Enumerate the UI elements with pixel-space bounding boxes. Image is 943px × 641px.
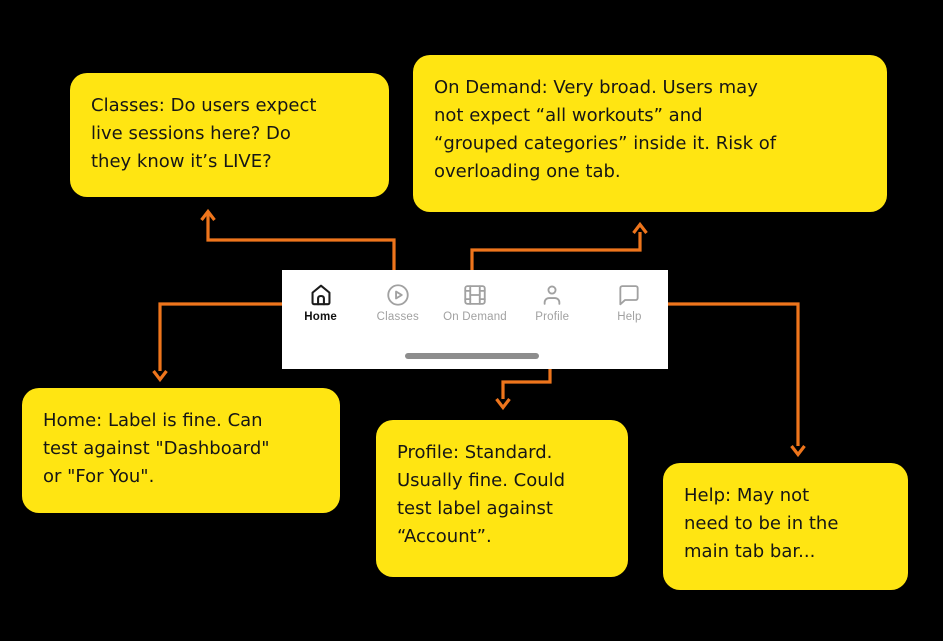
tab-help[interactable]: Help	[591, 282, 668, 324]
tab-help-label: Help	[617, 311, 642, 323]
home-indicator-handle[interactable]	[405, 353, 539, 359]
sticky-note-help: Help: May not need to be in the main tab…	[663, 463, 908, 590]
help-arrow	[658, 302, 806, 458]
tab-home-label: Home	[304, 311, 337, 323]
classes-arrow	[200, 208, 396, 278]
tab-classes-label: Classes	[376, 311, 419, 323]
home-arrow	[152, 302, 293, 383]
film-icon	[464, 285, 486, 305]
home-icon	[311, 284, 331, 306]
sticky-note-classes: Classes: Do users expect live sessions h…	[70, 73, 389, 197]
tab-bar: Home Classes On Demand	[282, 270, 668, 369]
tab-profile[interactable]: Profile	[514, 282, 591, 324]
tab-classes[interactable]: Classes	[359, 282, 436, 324]
tab-on-demand[interactable]: On Demand	[436, 282, 513, 324]
tab-profile-label: Profile	[535, 311, 570, 323]
user-icon	[543, 285, 561, 305]
chat-bubble-icon	[619, 285, 639, 306]
tab-on-demand-label: On Demand	[443, 311, 507, 323]
play-circle-icon	[387, 284, 409, 306]
sticky-note-home: Home: Label is fine. Can test against "D…	[22, 388, 340, 513]
sticky-note-profile: Profile: Standard. Usually fine. Could t…	[376, 420, 628, 577]
sticky-note-on-demand: On Demand: Very broad. Users may not exp…	[413, 55, 887, 212]
tab-home[interactable]: Home	[282, 282, 359, 324]
